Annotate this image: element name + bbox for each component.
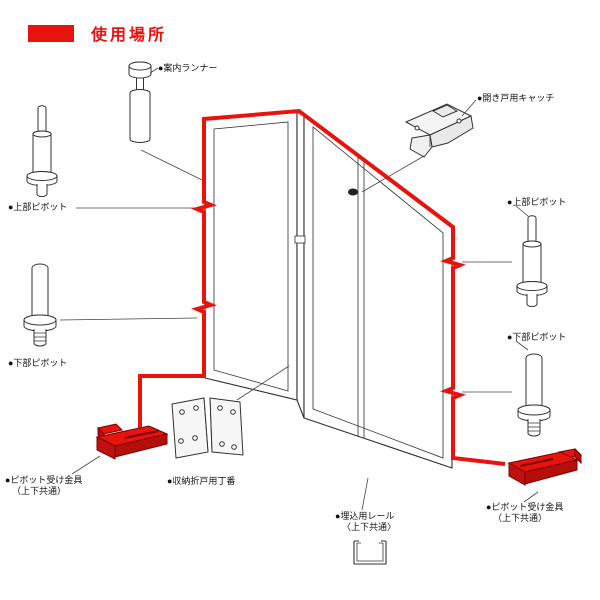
pivot-bracket-right-illustration xyxy=(507,447,582,486)
label-hinge: ●収納折戸用丁番 xyxy=(167,476,236,486)
door-catch-dot xyxy=(348,188,358,196)
label-pivot-bracket-left-sub: （上下共通） xyxy=(12,486,67,497)
label-pivot-bracket-left-main: ●ピボット受け金具 xyxy=(5,475,83,485)
label-pivot-bracket-right: ●ピボット受け金具 （上下共通） xyxy=(486,502,563,525)
hinge-illustration xyxy=(171,397,244,459)
upper-pivot-right-illustration xyxy=(516,215,548,307)
usage-route-highlight xyxy=(138,108,506,466)
lower-pivot-left-illustration xyxy=(23,263,57,347)
label-upper-pivot-left: ●上部ピボット xyxy=(8,202,68,212)
upper-pivot-left-illustration xyxy=(26,105,58,197)
label-lower-pivot-right: ●下部ピボット xyxy=(507,332,567,342)
label-rail-main: ●埋込用レール xyxy=(335,511,395,521)
lower-pivot-right-illustration xyxy=(517,353,551,437)
title-swatch xyxy=(28,24,74,42)
label-pivot-bracket-right-main: ●ピボット受け金具 xyxy=(486,502,564,512)
label-pivot-bracket-left: ●ピボット受け金具 （上下共通） xyxy=(5,475,82,498)
label-lower-pivot-left: ●下部ピボット xyxy=(8,358,68,368)
rail-illustration xyxy=(353,540,387,565)
folding-door-illustration xyxy=(204,111,453,469)
label-upper-pivot-right: ●上部ピボット xyxy=(507,197,567,207)
label-rail-sub: 〈上下共通〉 xyxy=(342,522,397,533)
page-title: 使用場所 xyxy=(91,27,168,44)
label-runner: ●案内ランナー xyxy=(158,63,218,73)
label-rail: ●埋込用レール 〈上下共通〉 xyxy=(335,511,396,534)
fold-hinge-mark xyxy=(294,235,306,244)
catch-illustration xyxy=(404,103,474,158)
header: 使用場所 xyxy=(28,21,167,45)
leader-lines xyxy=(59,67,539,511)
runner-illustration xyxy=(128,61,152,143)
label-catch: ●開き戸用キャッチ xyxy=(477,93,555,103)
pivot-bracket-left-illustration xyxy=(95,423,169,460)
label-pivot-bracket-right-sub: （上下共通） xyxy=(493,513,548,524)
